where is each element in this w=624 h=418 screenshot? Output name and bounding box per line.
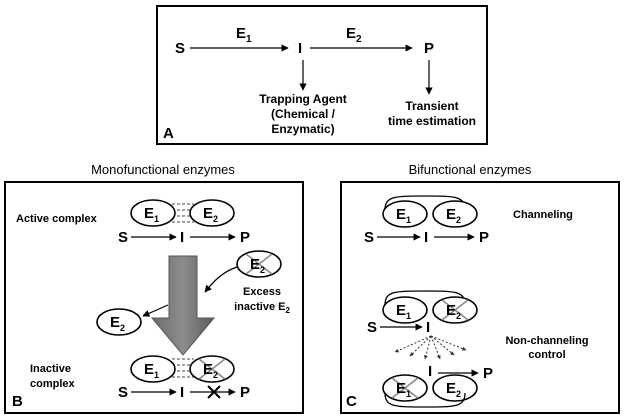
- substrate-s: S: [175, 40, 185, 57]
- substrate-s-nonchannel: S: [367, 319, 377, 336]
- product-p: P: [424, 40, 434, 57]
- bottom-e2-ellipse: [432, 374, 478, 402]
- trapping-agent-line3: Enzymatic): [271, 122, 334, 136]
- active-complex-label: Active complex: [16, 213, 98, 225]
- product-p-inactive: P: [240, 384, 250, 401]
- trapping-agent-line2: (Chemical /: [271, 107, 336, 121]
- inactive-cross: [198, 358, 226, 380]
- substrate-s-active: S: [118, 229, 128, 246]
- blocked-x-mark: [207, 385, 221, 399]
- intermediate-i-free: I: [428, 363, 432, 380]
- inactive-complex-e2-text: E2: [203, 361, 218, 380]
- panel-c: Bifunctional enzymes C E1 E2 Channeling …: [340, 162, 620, 414]
- channel-e1-text: E1: [396, 206, 411, 225]
- bottom-e1-text: E1: [396, 380, 411, 399]
- intermediate-i-nonchannel: I: [426, 319, 430, 336]
- enzyme-e1-label: E1: [236, 25, 252, 45]
- transient-line2: time estimation: [388, 114, 476, 128]
- intermediate-i: I: [298, 40, 302, 57]
- linker-top-nonchannel: [384, 290, 466, 306]
- panel-a: A S E1 I E2 P Trapping Agent (Chemical /…: [156, 5, 488, 145]
- product-p-active: P: [240, 229, 250, 246]
- diffusion-arrows: [394, 335, 467, 360]
- nonchannel-e2-text: E2: [446, 302, 461, 321]
- monofunctional-heading: Monofunctional enzymes: [91, 162, 235, 177]
- enzyme-e2-ellipse: [189, 199, 235, 227]
- panel-b: Monofunctional enzymes B Active complex …: [4, 162, 304, 414]
- nonchanneling-line1: Non-channeling: [505, 335, 588, 347]
- bottom-e2-text: E2: [446, 380, 461, 399]
- e2-text: E2: [203, 205, 218, 224]
- inactive-cross: [441, 299, 469, 321]
- inactive-cross: [391, 377, 419, 399]
- enzyme-e2-label: E2: [346, 25, 362, 45]
- intermediate-i-active: I: [180, 229, 184, 246]
- inactive-complex-line2: complex: [30, 378, 76, 390]
- substrate-s-inactive: S: [118, 384, 128, 401]
- channel-e1-ellipse: [382, 200, 428, 228]
- arrow-release-e2: [142, 304, 169, 317]
- large-transition-arrow: [150, 255, 216, 356]
- panel-b-label: B: [12, 393, 23, 410]
- linker-bottom: [384, 392, 466, 408]
- inactive-cross: [245, 253, 273, 275]
- panel-c-label: C: [346, 393, 357, 410]
- intermediate-i-inactive: I: [180, 384, 184, 401]
- channel-e2-text: E2: [446, 206, 461, 225]
- intermediate-i-channel: I: [424, 229, 428, 246]
- nonchannel-e1-text: E1: [396, 302, 411, 321]
- e1-text: E1: [144, 205, 159, 224]
- product-p-free: P: [483, 365, 493, 382]
- channel-e2-ellipse: [432, 200, 478, 228]
- released-e2-text: E2: [110, 314, 125, 333]
- panel-a-frame: [156, 5, 488, 145]
- product-p-channel: P: [479, 229, 489, 246]
- arrow-excess-to-bar: [204, 266, 238, 293]
- transient-line1: Transient: [405, 99, 458, 113]
- nonchannel-e1-ellipse: [382, 296, 428, 324]
- bifunctional-heading: Bifunctional enzymes: [409, 162, 532, 177]
- inactive-complex-e1-ellipse: [130, 355, 176, 383]
- channeling-label: Channeling: [513, 209, 573, 221]
- excess-line1: Excess: [243, 286, 281, 298]
- inactive-complex-e1-text: E1: [144, 361, 159, 380]
- substrate-s-channel: S: [364, 229, 374, 246]
- inactive-complex-line1: Inactive: [30, 363, 71, 375]
- enzyme-e1-ellipse: [130, 199, 176, 227]
- panel-a-label: A: [163, 125, 174, 142]
- excess-line2: inactive E2: [234, 301, 290, 315]
- trapping-agent-line1: Trapping Agent: [259, 92, 347, 106]
- released-e2-ellipse: [96, 308, 142, 336]
- inactive-e2-text: E2: [250, 256, 265, 275]
- nonchanneling-line2: control: [528, 349, 565, 361]
